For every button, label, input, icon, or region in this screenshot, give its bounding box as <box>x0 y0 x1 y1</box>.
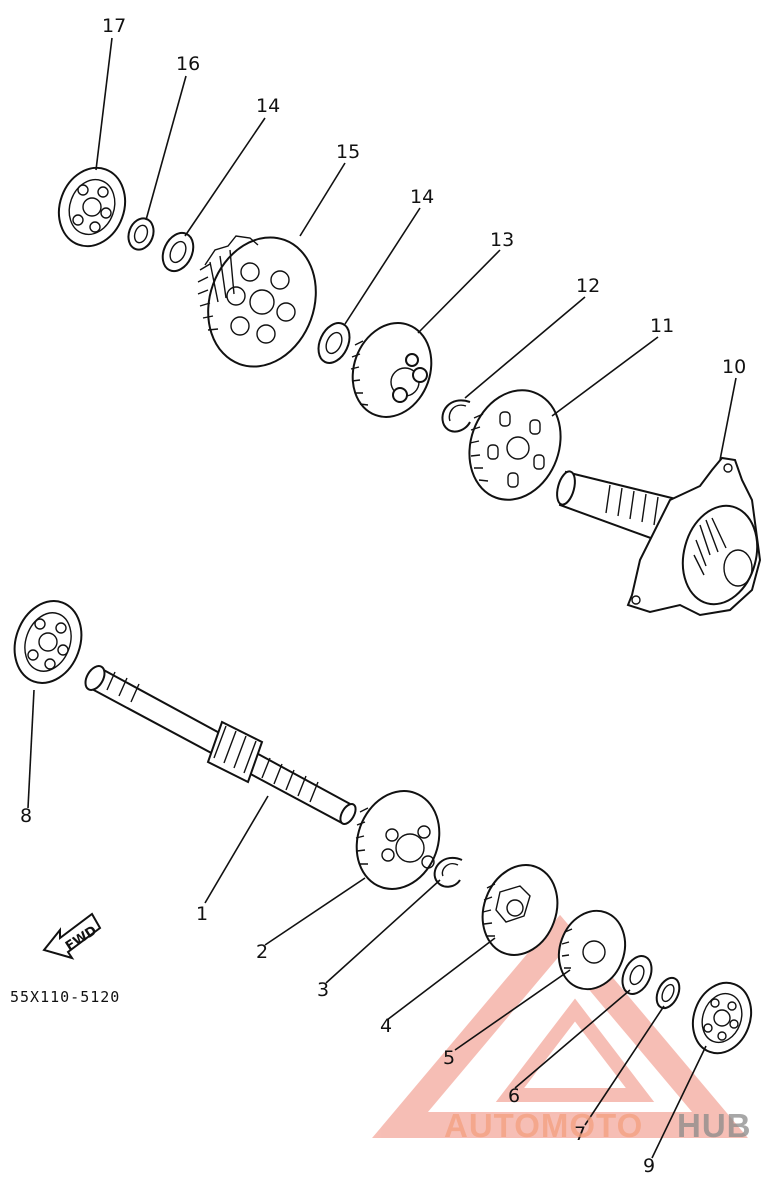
callout-14-upper: 14 <box>256 95 280 117</box>
bearing-17 <box>57 166 127 248</box>
callout-6: 6 <box>508 1085 520 1107</box>
callout-16: 16 <box>176 53 200 75</box>
forward-direction-arrow: FWD <box>42 912 102 960</box>
circlip-12 <box>441 399 471 433</box>
callout-labels: 17 16 14 15 14 13 12 11 10 8 1 2 3 4 5 6… <box>20 15 746 1177</box>
part-code-label: 55X110-5120 <box>10 988 120 1006</box>
callout-10: 10 <box>722 356 746 378</box>
callout-7: 7 <box>574 1123 586 1145</box>
callout-3: 3 <box>317 979 329 1001</box>
watermark-logo <box>372 914 748 1138</box>
leader-lines <box>27 37 737 1159</box>
gear-5 <box>557 909 627 991</box>
callout-2: 2 <box>256 941 268 963</box>
countershaft-10 <box>556 456 762 617</box>
circlip-16 <box>127 217 155 251</box>
callout-11: 11 <box>650 315 674 337</box>
bearing-8 <box>13 600 83 684</box>
callout-14-lower: 14 <box>410 186 434 208</box>
watermark-text-part2: HUB <box>677 1107 752 1144</box>
main-axle-1 <box>84 665 357 825</box>
callout-5: 5 <box>443 1047 455 1069</box>
gear-11 <box>468 389 562 501</box>
callout-12: 12 <box>576 275 600 297</box>
callout-4: 4 <box>380 1015 392 1037</box>
gear-2 <box>355 790 441 890</box>
washer-6 <box>621 955 653 995</box>
circlip-7 <box>655 976 681 1010</box>
circlip-3 <box>433 857 463 888</box>
gear-4 <box>481 864 559 956</box>
callout-15: 15 <box>336 141 360 163</box>
watermark-text: AUTOMOTO HUB <box>444 1107 752 1144</box>
washer-14-upper <box>161 231 195 273</box>
callout-17: 17 <box>102 15 126 37</box>
gear-15 <box>197 235 317 368</box>
callout-13: 13 <box>490 229 514 251</box>
watermark-text-part1: AUTOMOTO <box>444 1107 643 1144</box>
gear-13 <box>350 322 433 418</box>
callout-1: 1 <box>196 903 208 925</box>
bearing-9 <box>691 981 753 1055</box>
washer-14-lower <box>317 322 351 364</box>
callout-8: 8 <box>20 805 32 827</box>
callout-9: 9 <box>643 1155 655 1177</box>
